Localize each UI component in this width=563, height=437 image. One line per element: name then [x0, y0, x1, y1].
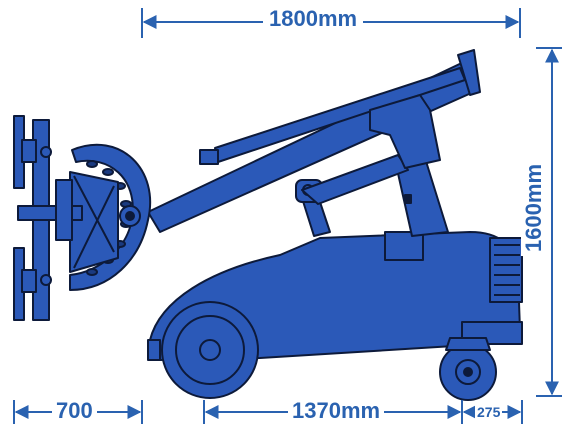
rotator-arc — [69, 143, 152, 291]
front-bumper — [147, 339, 161, 361]
dimension-label-rear-overhang: 275 — [475, 404, 503, 420]
body-panel — [384, 231, 424, 261]
dimension-label-length: 1800mm — [263, 6, 364, 32]
dimension-label-height: 1600mm — [521, 159, 547, 257]
dimension-label-wheelbase: 1370mm — [288, 398, 385, 424]
rear-grille — [489, 237, 523, 303]
dimension-label-front-overhang: 700 — [52, 398, 97, 424]
